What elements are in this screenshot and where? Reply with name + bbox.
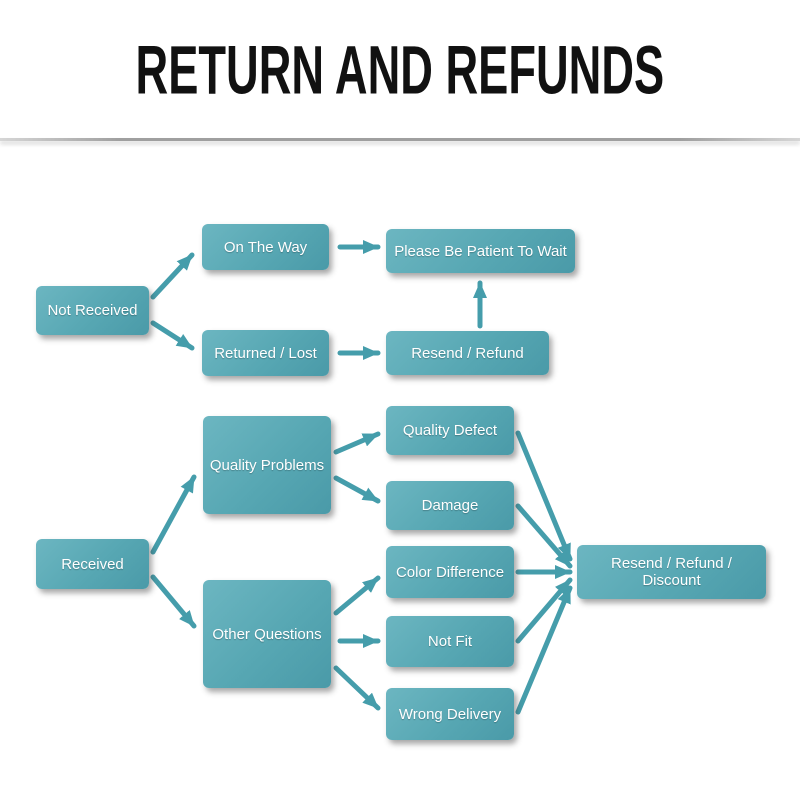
node-quality-defect: Quality Defect [386,406,514,455]
page-title: RETURN AND REFUNDS [0,36,800,104]
arrow-quality-problems-to-damage [333,475,381,504]
node-received: Received [36,539,149,589]
arrow-wrong-delivery-to-discount [515,585,573,715]
node-quality-problems: Quality Problems [203,416,331,514]
node-resend-refund-discount: Resend / Refund / Discount [577,545,766,599]
node-not-received: Not Received [36,286,149,335]
arrow-other-questions-to-wrong-delivery [333,665,381,711]
arrow-received-to-quality-problems [150,474,197,555]
page-title-text: RETURN AND REFUNDS [135,32,665,109]
arrow-quality-defect-to-discount [515,430,573,562]
arrow-not-received-to-returned-lost [150,320,195,351]
node-on-the-way: On The Way [202,224,329,270]
node-other-questions: Other Questions [203,580,331,688]
node-color-difference: Color Difference [386,546,514,598]
node-resend-refund: Resend / Refund [386,331,549,375]
title-divider [0,138,800,141]
arrow-not-fit-to-discount [515,577,573,644]
node-wrong-delivery: Wrong Delivery [386,688,514,740]
arrow-quality-problems-to-quality-defect [333,431,381,455]
node-not-fit: Not Fit [386,616,514,667]
arrow-damage-to-discount [515,503,573,569]
arrow-not-received-to-on-the-way [150,252,195,300]
node-returned-lost: Returned / Lost [202,330,329,376]
node-please-wait: Please Be Patient To Wait [386,229,575,273]
arrow-received-to-other-questions [150,574,197,629]
arrow-other-questions-to-color-difference [333,575,381,616]
node-damage: Damage [386,481,514,530]
